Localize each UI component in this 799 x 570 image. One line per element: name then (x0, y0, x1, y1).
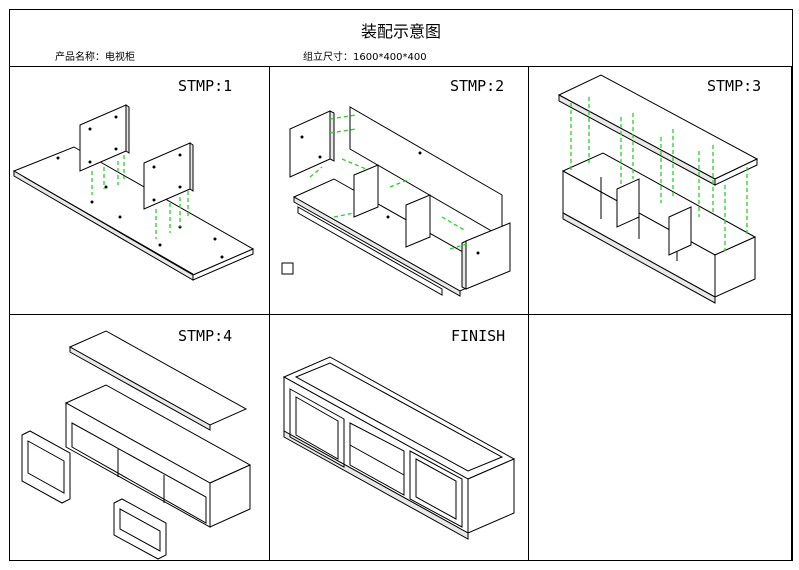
assembly-size: 组立尺寸：1600*400*400 (303, 52, 427, 63)
finish-drawing (282, 356, 516, 540)
step-2-panel: STMP:2 (270, 67, 529, 315)
step-2-drawing (281, 106, 511, 297)
step-2-label: STMP:2 (450, 77, 505, 95)
steps-grid: STMP:1 (10, 66, 792, 561)
step-3-panel: STMP:3 (529, 67, 792, 315)
finish-panel: FINISH (270, 315, 529, 561)
step-1-label: STMP:1 (178, 77, 233, 95)
step-3-drawing (557, 74, 759, 304)
step-4-panel: STMP:4 (10, 315, 270, 561)
step-3-label: STMP:3 (707, 77, 762, 95)
finish-label: FINISH (451, 327, 506, 345)
step-4-drawing (21, 330, 252, 560)
sheet-title: 装配示意图 (360, 22, 441, 41)
drawing-sheet: 装配示意图 产品名称：电视柜 组立尺寸：1600*400*400 STMP:1 (9, 9, 793, 561)
step-1-panel: STMP:1 (10, 67, 270, 315)
step-1-drawing (12, 104, 255, 281)
product-name: 产品名称：电视柜 (55, 52, 135, 63)
empty-panel (529, 315, 792, 561)
step-4-label: STMP:4 (178, 327, 233, 345)
